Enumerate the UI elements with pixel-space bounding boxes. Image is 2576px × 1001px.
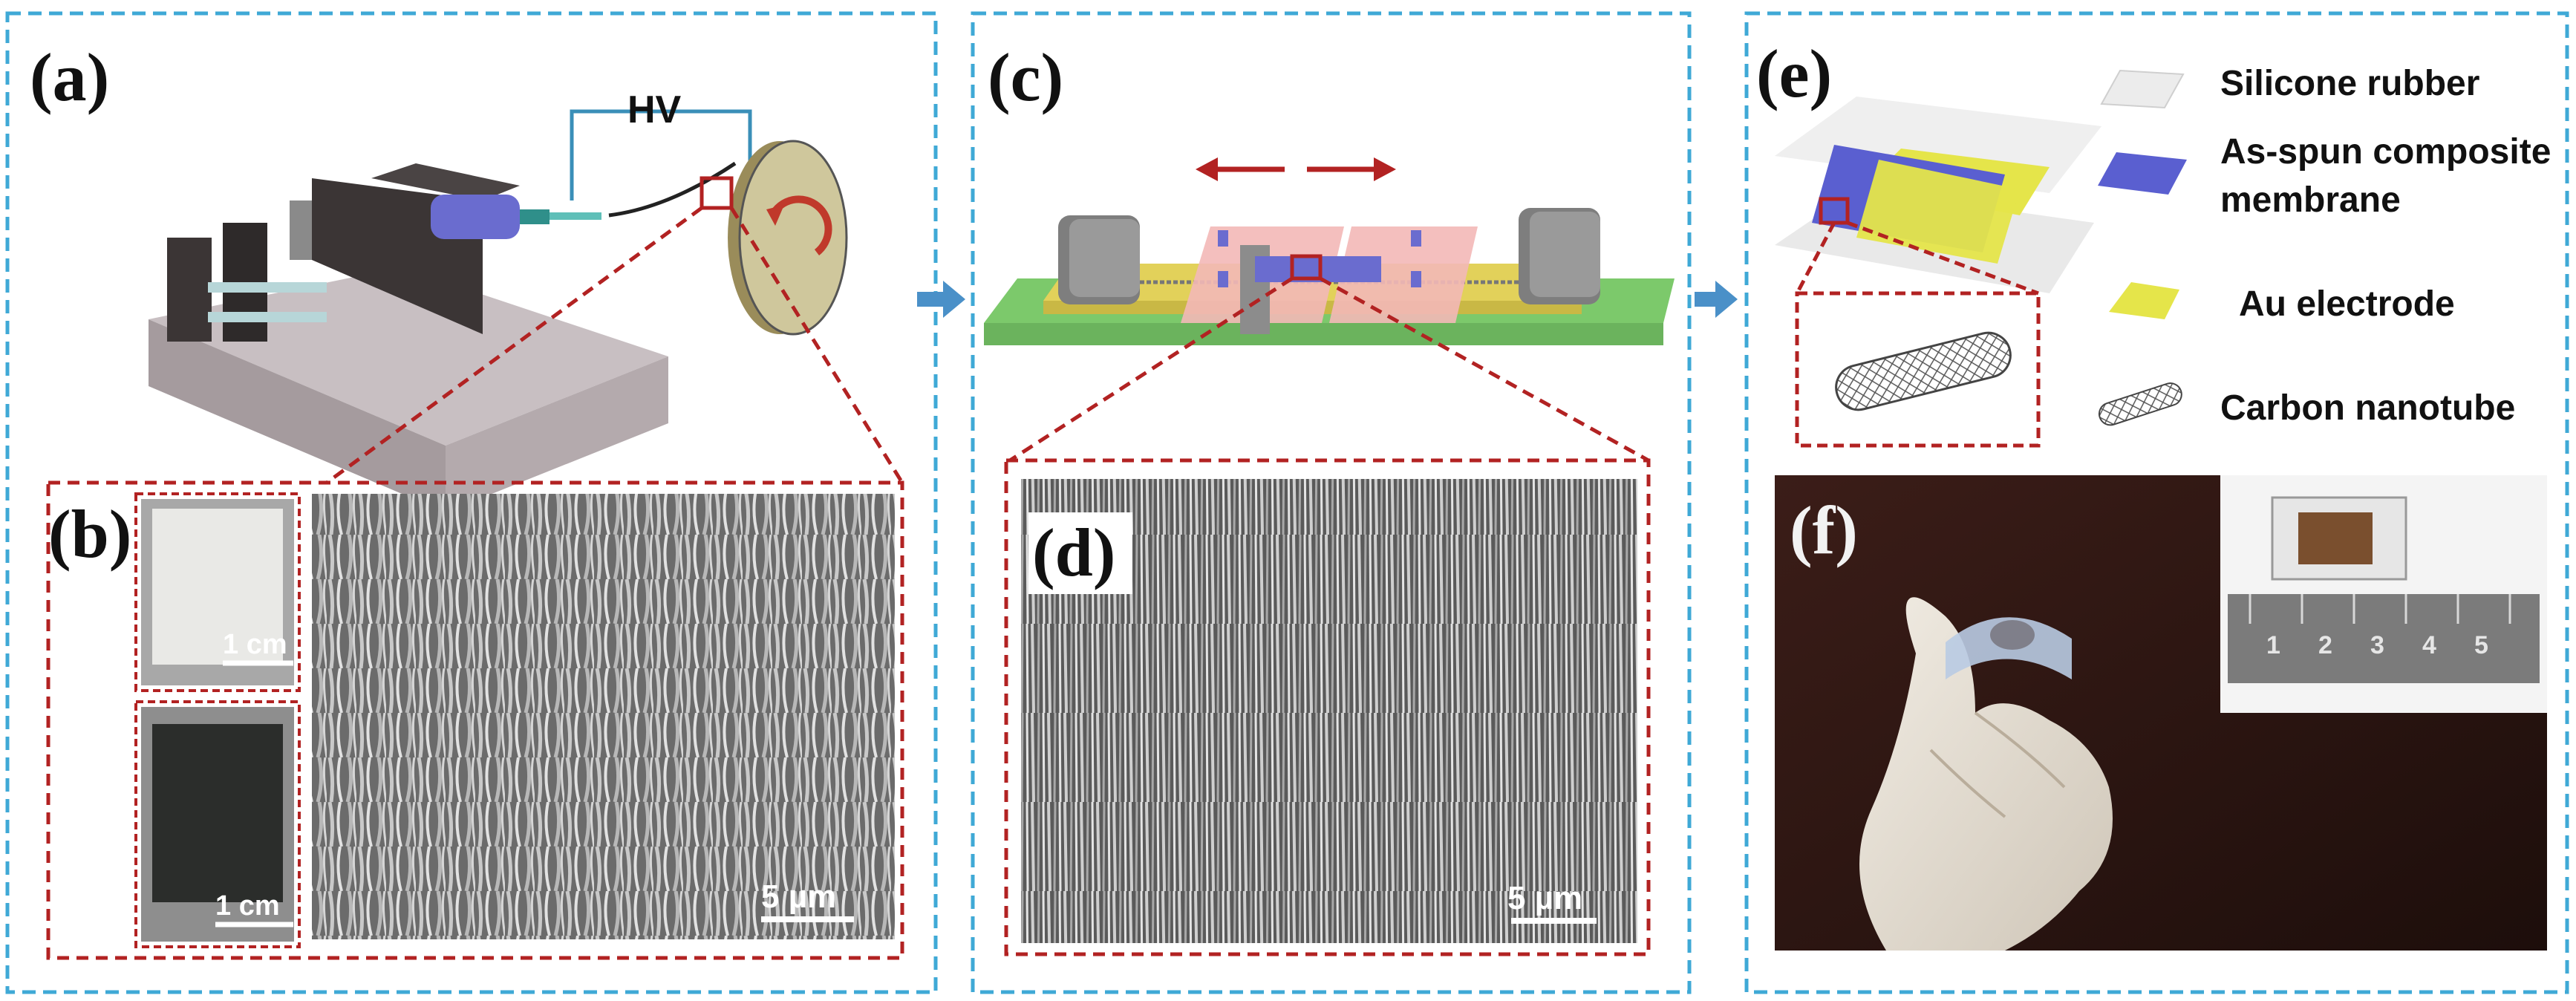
zoom-marker-c — [1290, 254, 1323, 281]
ruler-number-3: 3 — [2370, 631, 2384, 659]
au-electrode-icon — [2109, 282, 2179, 319]
ruler-ticks — [2249, 594, 2511, 624]
flow-arrow-2 — [1695, 281, 1738, 318]
scale-bar-sem-d: 5 µm — [1507, 880, 1582, 916]
legend-membrane-label-2: membrane — [2220, 180, 2401, 220]
white-membrane-sample — [152, 509, 283, 665]
flow-arrow-1 — [917, 281, 965, 318]
silicone-rubber-icon — [2100, 69, 2185, 109]
zoom-line-a-left — [325, 206, 703, 485]
legend-item-electrode: Au electrode — [2109, 282, 2455, 324]
panel-d-label-bg — [1028, 512, 1132, 594]
stretch-arrows — [1196, 157, 1396, 181]
panel-b-label: (b) — [48, 496, 131, 572]
cnt-tube-large — [1835, 331, 2012, 411]
stretching-device — [984, 208, 1675, 345]
panel-cd-border — [971, 11, 1692, 994]
zoom-line-c-left — [1008, 276, 1294, 463]
glove-hand — [1859, 597, 2113, 951]
legend-item-silicone: Silicone rubber — [2100, 64, 2479, 109]
panel-a-label: (a) — [30, 39, 109, 115]
ruler-number-2: 2 — [2318, 631, 2332, 659]
hv-label: HV — [627, 88, 682, 131]
panel-f-label: (f) — [1790, 492, 1858, 568]
legend-electrode-label: Au electrode — [2239, 284, 2455, 324]
legend-cnt-label: Carbon nanotube — [2220, 388, 2515, 428]
ruler-number-1: 1 — [2266, 631, 2280, 659]
legend-membrane-label-1: As-spun composite — [2220, 132, 2551, 172]
ruler-number-4: 4 — [2422, 631, 2436, 659]
panel-b-zoom-box — [46, 480, 904, 960]
legend-item-cnt — [2098, 382, 2182, 426]
zoom-line-c-right — [1319, 276, 1650, 463]
black-membrane-sample — [152, 724, 283, 902]
panel-ef-border — [1744, 11, 2569, 994]
scale-bar-top: 1 cm — [223, 629, 287, 660]
panel-c-label: (c) — [988, 39, 1063, 115]
zoom-line-e-right — [1847, 221, 2039, 296]
electrospinning-setup — [149, 163, 668, 512]
legend: Silicone rubber As-spun composite membra… — [2098, 64, 2551, 428]
ruler-number-5: 5 — [2474, 631, 2488, 659]
panel-e-label: (e) — [1756, 36, 1832, 111]
bent-sensor-core — [1990, 620, 2035, 650]
membrane-icon — [2098, 152, 2187, 195]
zoom-line-e-left — [1795, 221, 1836, 295]
sensor-exploded-diagram — [1775, 97, 2101, 293]
sem-image-b — [312, 494, 895, 939]
legend-silicone-label: Silicone rubber — [2220, 64, 2479, 103]
carbon-nanotube-icon — [2098, 382, 2182, 426]
zoom-marker-a — [700, 176, 734, 210]
scale-bar-sem-b: 5 µm — [761, 878, 836, 915]
legend-item-membrane: As-spun composite membrane — [2098, 132, 2551, 220]
inset-sensor-core — [2298, 512, 2373, 564]
ruler — [2228, 594, 2540, 683]
cnt-zoom-box — [1795, 291, 2041, 448]
jet-curve — [608, 161, 737, 218]
collector-drum — [728, 140, 848, 336]
photo-white-membrane-frame — [134, 492, 301, 692]
panel-d-zoom-box — [1004, 458, 1651, 956]
zoom-line-a-right — [729, 206, 904, 484]
panel-d-label: (d) — [1032, 515, 1115, 590]
hv-wire — [570, 109, 752, 200]
panel-ab-border — [5, 11, 938, 994]
photo-black-membrane-frame — [134, 700, 301, 948]
scale-bar-bottom: 1 cm — [215, 890, 280, 922]
